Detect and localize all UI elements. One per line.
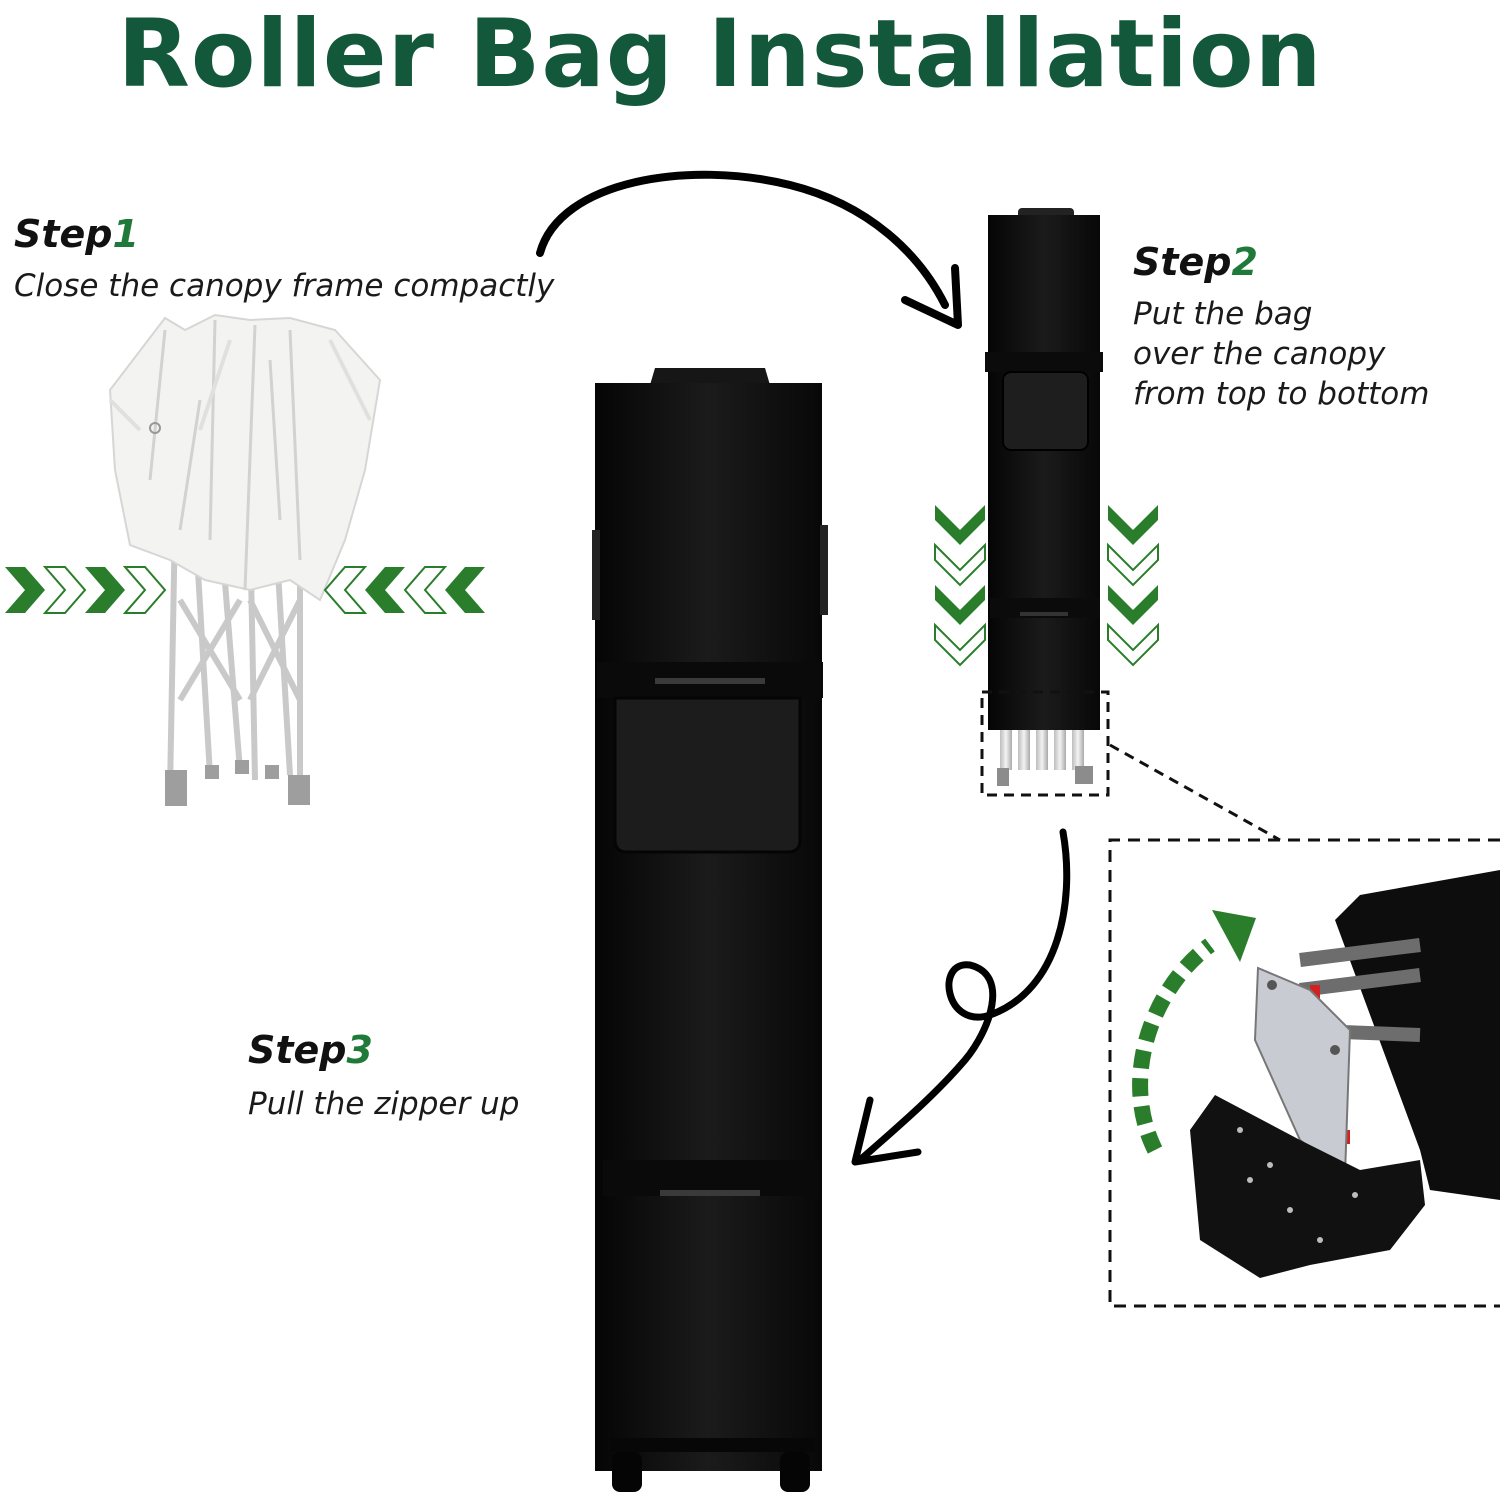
chevron-right-arrows-icon <box>5 566 167 614</box>
step3-number: 3 <box>346 1028 373 1072</box>
chevron-down-arrows-right-icon <box>1107 505 1159 667</box>
step3-heading: Step3 <box>248 1028 373 1072</box>
page-title: Roller Bag Installation <box>117 0 1323 109</box>
step3-description: Pull the zipper up <box>248 1086 520 1122</box>
chevron-down-arrows-left-icon <box>934 505 986 667</box>
chevron-left-arrows-icon <box>323 566 485 614</box>
step1-label: Step <box>14 212 113 256</box>
detail-bag-bottom-image <box>1190 870 1500 1278</box>
step2-label: Step <box>1133 240 1232 284</box>
step3-label: Step <box>248 1028 347 1072</box>
step2-number: 2 <box>1231 240 1258 284</box>
step2-description: Put the bag over the canopy from top to … <box>1133 294 1429 414</box>
detail-highlight-box <box>980 690 1110 797</box>
step1-heading: Step1 <box>14 212 139 256</box>
step2-line3: from top to bottom <box>1133 376 1430 412</box>
step2-line1: Put the bag <box>1133 296 1313 332</box>
detail-leader-line <box>1109 743 1281 842</box>
folded-canopy-image <box>108 313 382 806</box>
step2-heading: Step2 <box>1133 240 1258 284</box>
step1-number: 1 <box>112 212 139 256</box>
detail-zoom-box <box>1108 838 1500 1308</box>
step3-roller-bag-image <box>592 368 828 1492</box>
loop-arrow-icon <box>851 828 1071 1166</box>
rotate-arrow-icon <box>1132 910 1256 1154</box>
curved-arrow-icon <box>536 170 962 329</box>
step1-description: Close the canopy frame compactly <box>14 268 555 304</box>
step2-bag-image <box>985 208 1103 786</box>
step2-line2: over the canopy <box>1133 336 1386 372</box>
